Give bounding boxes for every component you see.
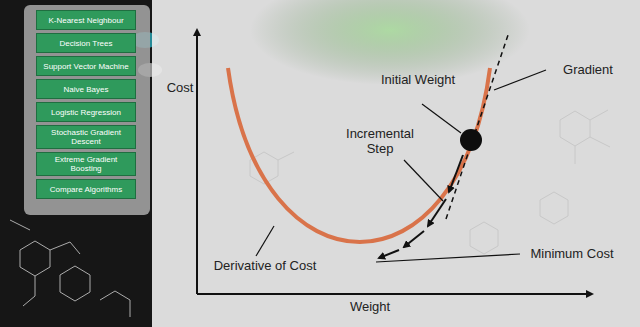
menu-button: Logistic Regression xyxy=(36,102,136,122)
menu-button: Support Vector Machine xyxy=(36,56,136,76)
callout-label: Incremental Step xyxy=(340,126,420,156)
button-label: Decision Trees xyxy=(57,38,116,49)
menu-button: Naive Bayes xyxy=(36,79,136,99)
button-label: Support Vector Machine xyxy=(40,61,131,72)
menu-button: Stochastic Gradient Descent xyxy=(36,125,136,149)
callout-label: Initial Weight xyxy=(378,72,458,87)
button-label: Stochastic Gradient Descent xyxy=(37,127,135,147)
button-label: Compare Algorithms xyxy=(47,184,125,195)
menu-button: K-Nearest Neighbour xyxy=(36,10,136,30)
button-label: Naive Bayes xyxy=(61,84,112,95)
axis-label: Cost xyxy=(160,80,200,95)
callout-label: Derivative of Cost xyxy=(200,258,330,273)
menu-button: Compare Algorithms xyxy=(36,179,136,199)
menu-button: Extreme Gradient Boosting xyxy=(36,152,136,176)
button-label: Logistic Regression xyxy=(48,107,124,118)
button-label: Extreme Gradient Boosting xyxy=(37,154,135,174)
callout-label: Gradient xyxy=(548,62,628,77)
callout-label: Minimum Cost xyxy=(522,246,622,261)
axis-label: Weight xyxy=(340,299,400,314)
button-label: K-Nearest Neighbour xyxy=(45,15,126,26)
menu-button: Decision Trees xyxy=(36,33,136,53)
